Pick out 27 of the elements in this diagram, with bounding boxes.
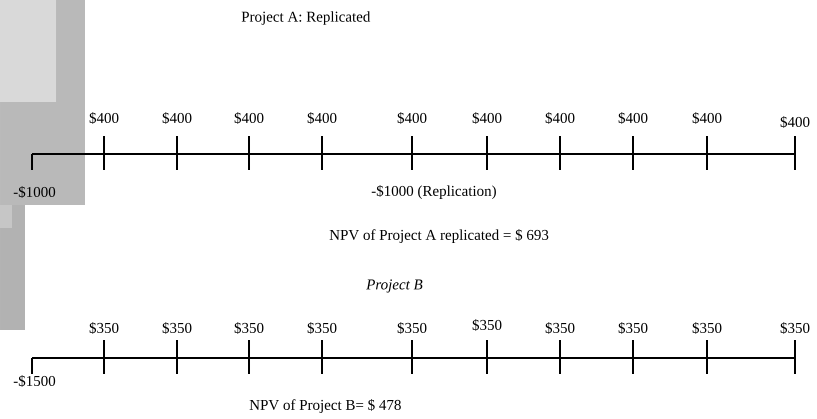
cash-flow-label: -$1500 xyxy=(14,375,56,387)
cash-flow-label: $400 xyxy=(472,112,502,124)
cash-flow-label: $350 xyxy=(618,322,648,334)
cash-flow-label: $350 xyxy=(308,322,336,334)
cash-flow-label: $350 xyxy=(472,319,502,331)
cash-flow-label: $350 xyxy=(90,322,118,334)
cash-flow-label: $350 xyxy=(546,322,574,334)
cash-flow-label: $400 xyxy=(398,112,426,124)
cash-flow-label: $400 xyxy=(780,116,810,128)
cash-flow-label: -$1000 xyxy=(14,186,56,198)
cash-flow-label: $400 xyxy=(692,112,722,124)
chart-title: Project A: Replicated xyxy=(242,11,370,25)
cash-flow-label: $350 xyxy=(398,322,426,334)
cash-flow-label: $400 xyxy=(618,112,648,124)
chart-title: Project B xyxy=(366,279,422,293)
cash-flow-label: $400 xyxy=(162,112,192,124)
cash-flow-label: $400 xyxy=(90,112,118,124)
cash-flow-label: -$1000 (Replication) xyxy=(372,184,496,200)
cash-flow-label: $400 xyxy=(234,112,264,124)
cash-flow-label: $350 xyxy=(692,322,722,334)
cash-flow-label: $350 xyxy=(162,322,192,334)
cash-flow-label: $400 xyxy=(308,112,336,124)
cash-flow-label: $400 xyxy=(546,112,574,124)
cash-flow-label: $350 xyxy=(234,322,264,334)
cash-flow-label: $350 xyxy=(780,322,810,334)
npv-text: NPV of Project B= $ 478 xyxy=(250,398,401,414)
npv-text: NPV of Project A replicated = $ 693 xyxy=(330,228,548,244)
